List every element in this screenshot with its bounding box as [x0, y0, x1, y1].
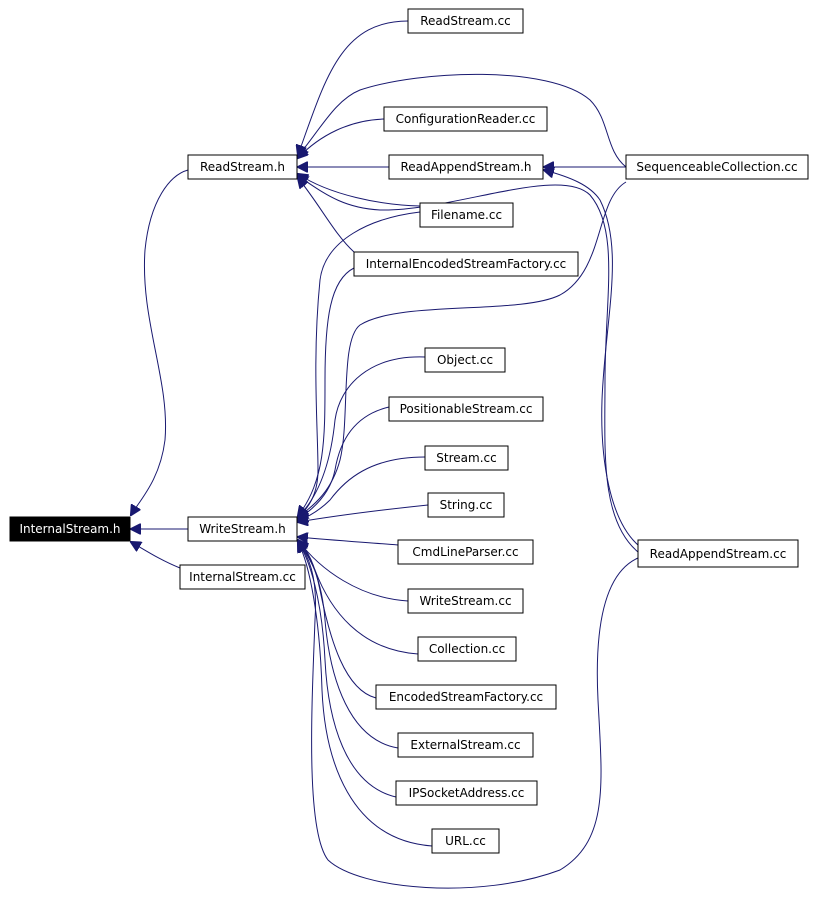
edge-url-to-writestream-h — [298, 542, 433, 847]
edge-string-to-writestream-h — [298, 504, 429, 522]
edge-internalencoded-to-readstream-h — [298, 178, 355, 253]
node-label: InternalStream.h — [19, 522, 120, 536]
edge-internalstream-cc-to-internalstream-h — [131, 542, 181, 569]
edges — [131, 20, 639, 889]
edge-sequenceablecollection-to-readstream-h — [298, 73, 627, 168]
node-label: Filename.cc — [431, 208, 502, 222]
edge-configurationreader-to-readstream-h — [298, 118, 385, 158]
node-label: CmdLineParser.cc — [412, 545, 518, 559]
node-positionablestream-cc[interactable]: PositionableStream.cc — [388, 396, 544, 422]
node-label: ReadStream.h — [200, 160, 285, 174]
node-label: URL.cc — [445, 834, 486, 848]
edge-filename-to-writestream-h — [298, 211, 421, 518]
edge-externalstream-to-writestream-h — [298, 541, 399, 749]
node-ipsocketaddress-cc[interactable]: IPSocketAddress.cc — [395, 780, 538, 806]
node-label: PositionableStream.cc — [400, 402, 533, 416]
edge-readappendstream-cc-to-writestream-h — [298, 542, 639, 889]
node-label: ReadStream.cc — [420, 14, 511, 28]
node-readstream-cc[interactable]: ReadStream.cc — [407, 8, 524, 34]
node-url-cc[interactable]: URL.cc — [431, 828, 500, 854]
node-label: Object.cc — [437, 353, 493, 367]
edge-readstream-h-to-internalstream-h — [131, 169, 189, 515]
edge-internalencoded-to-writestream-h — [298, 267, 355, 516]
node-label: ConfigurationReader.cc — [396, 112, 536, 126]
node-configurationreader-cc[interactable]: ConfigurationReader.cc — [383, 106, 548, 132]
node-readstream-h[interactable]: ReadStream.h — [187, 154, 298, 180]
node-label: ReadAppendStream.h — [400, 160, 531, 174]
nodes: InternalStream.h ReadStream.h WriteStrea… — [9, 8, 809, 854]
node-object-cc[interactable]: Object.cc — [424, 347, 506, 373]
node-writestream-h[interactable]: WriteStream.h — [187, 516, 298, 542]
node-externalstream-cc[interactable]: ExternalStream.cc — [397, 732, 534, 758]
node-label: WriteStream.h — [199, 522, 286, 536]
node-internalstream-cc[interactable]: InternalStream.cc — [179, 564, 306, 590]
node-internalencodedstreamfactory-cc[interactable]: InternalEncodedStreamFactory.cc — [353, 251, 579, 277]
edge-cmdlineparser-to-writestream-h — [298, 537, 399, 546]
node-encodedstreamfactory-cc[interactable]: EncodedStreamFactory.cc — [375, 684, 557, 710]
edge-ipsocketaddress-to-writestream-h — [298, 542, 397, 798]
node-filename-cc[interactable]: Filename.cc — [419, 202, 514, 228]
edge-readappendstream-cc-to-readappendstream-h — [544, 170, 639, 546]
node-stream-cc[interactable]: Stream.cc — [424, 445, 509, 471]
edge-positionablestream-to-writestream-h — [298, 406, 390, 519]
node-label: Stream.cc — [436, 451, 496, 465]
node-label: InternalStream.cc — [189, 570, 296, 584]
node-label: IPSocketAddress.cc — [409, 786, 525, 800]
edge-sequenceablecollection-to-writestream-h — [298, 181, 627, 517]
edge-object-to-writestream-h — [298, 356, 426, 517]
node-label: String.cc — [440, 498, 493, 512]
node-internalstream-h[interactable]: InternalStream.h — [9, 516, 131, 542]
node-label: Collection.cc — [429, 642, 505, 656]
node-readappendstream-cc[interactable]: ReadAppendStream.cc — [637, 539, 799, 568]
node-readappendstream-h[interactable]: ReadAppendStream.h — [388, 154, 544, 180]
node-collection-cc[interactable]: Collection.cc — [417, 636, 517, 662]
node-label: ReadAppendStream.cc — [650, 547, 787, 561]
node-label: InternalEncodedStreamFactory.cc — [366, 257, 567, 271]
node-label: WriteStream.cc — [419, 594, 511, 608]
node-label: ExternalStream.cc — [410, 738, 520, 752]
node-cmdlineparser-cc[interactable]: CmdLineParser.cc — [397, 539, 534, 565]
node-string-cc[interactable]: String.cc — [427, 492, 505, 518]
edge-readstream-cc-to-readstream-h — [298, 20, 409, 155]
node-label: EncodedStreamFactory.cc — [389, 690, 543, 704]
edge-stream-to-writestream-h — [298, 456, 426, 521]
node-label: SequenceableCollection.cc — [636, 160, 797, 174]
node-sequenceablecollection-cc[interactable]: SequenceableCollection.cc — [625, 154, 809, 180]
edge-readappendstream-cc-to-readstream-h — [298, 176, 639, 553]
edge-filename-to-readstream-h — [298, 174, 421, 207]
node-writestream-cc[interactable]: WriteStream.cc — [407, 588, 524, 614]
